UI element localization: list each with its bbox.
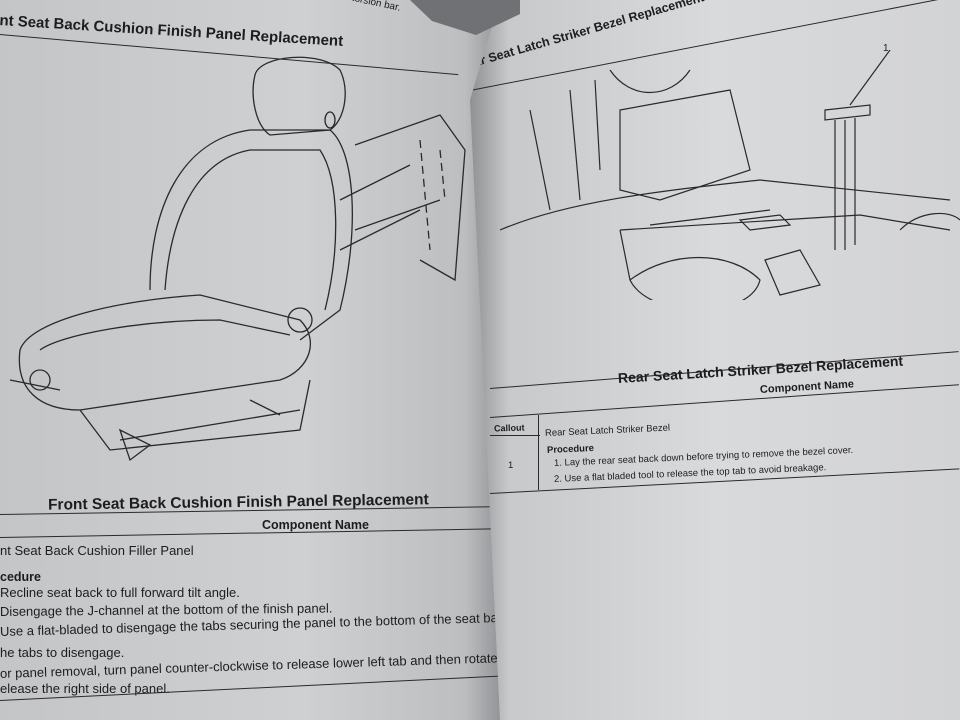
procedure-label: Procedure xyxy=(546,442,595,456)
table-rule xyxy=(0,528,500,538)
procedure-step: Recline seat back to full forward tilt a… xyxy=(0,585,240,600)
left-manual-page: the torsion bar. nt Seat Back Cushion Fi… xyxy=(0,0,541,720)
component-name: nt Seat Back Cushion Filler Panel xyxy=(0,543,194,558)
front-seat-illustration xyxy=(9,56,466,462)
procedure-label: cedure xyxy=(0,570,41,584)
page-header-title: nt Seat Back Cushion Finish Panel Replac… xyxy=(0,12,344,50)
procedure-step: he tabs to disengage. xyxy=(0,645,125,660)
callout-header: Callout xyxy=(493,422,525,434)
component-name: Rear Seat Latch Striker Bezel xyxy=(544,422,671,439)
column-header: Component Name xyxy=(262,518,369,532)
right-manual-page: ar Seat Latch Striker Bezel Replacement … xyxy=(470,0,960,720)
table-title: Rear Seat Latch Striker Bezel Replacemen… xyxy=(617,352,904,386)
rear-seat-latch-illustration xyxy=(499,50,960,300)
table-column-divider xyxy=(538,415,539,490)
top-text-fragment: the torsion bar. xyxy=(334,0,402,14)
procedure-step: elease the right side of panel. xyxy=(0,681,170,696)
table-rule xyxy=(489,384,959,418)
table-rule xyxy=(490,435,540,436)
figure-callout-number: 1 xyxy=(883,43,889,54)
callout-value: 1 xyxy=(508,460,514,471)
